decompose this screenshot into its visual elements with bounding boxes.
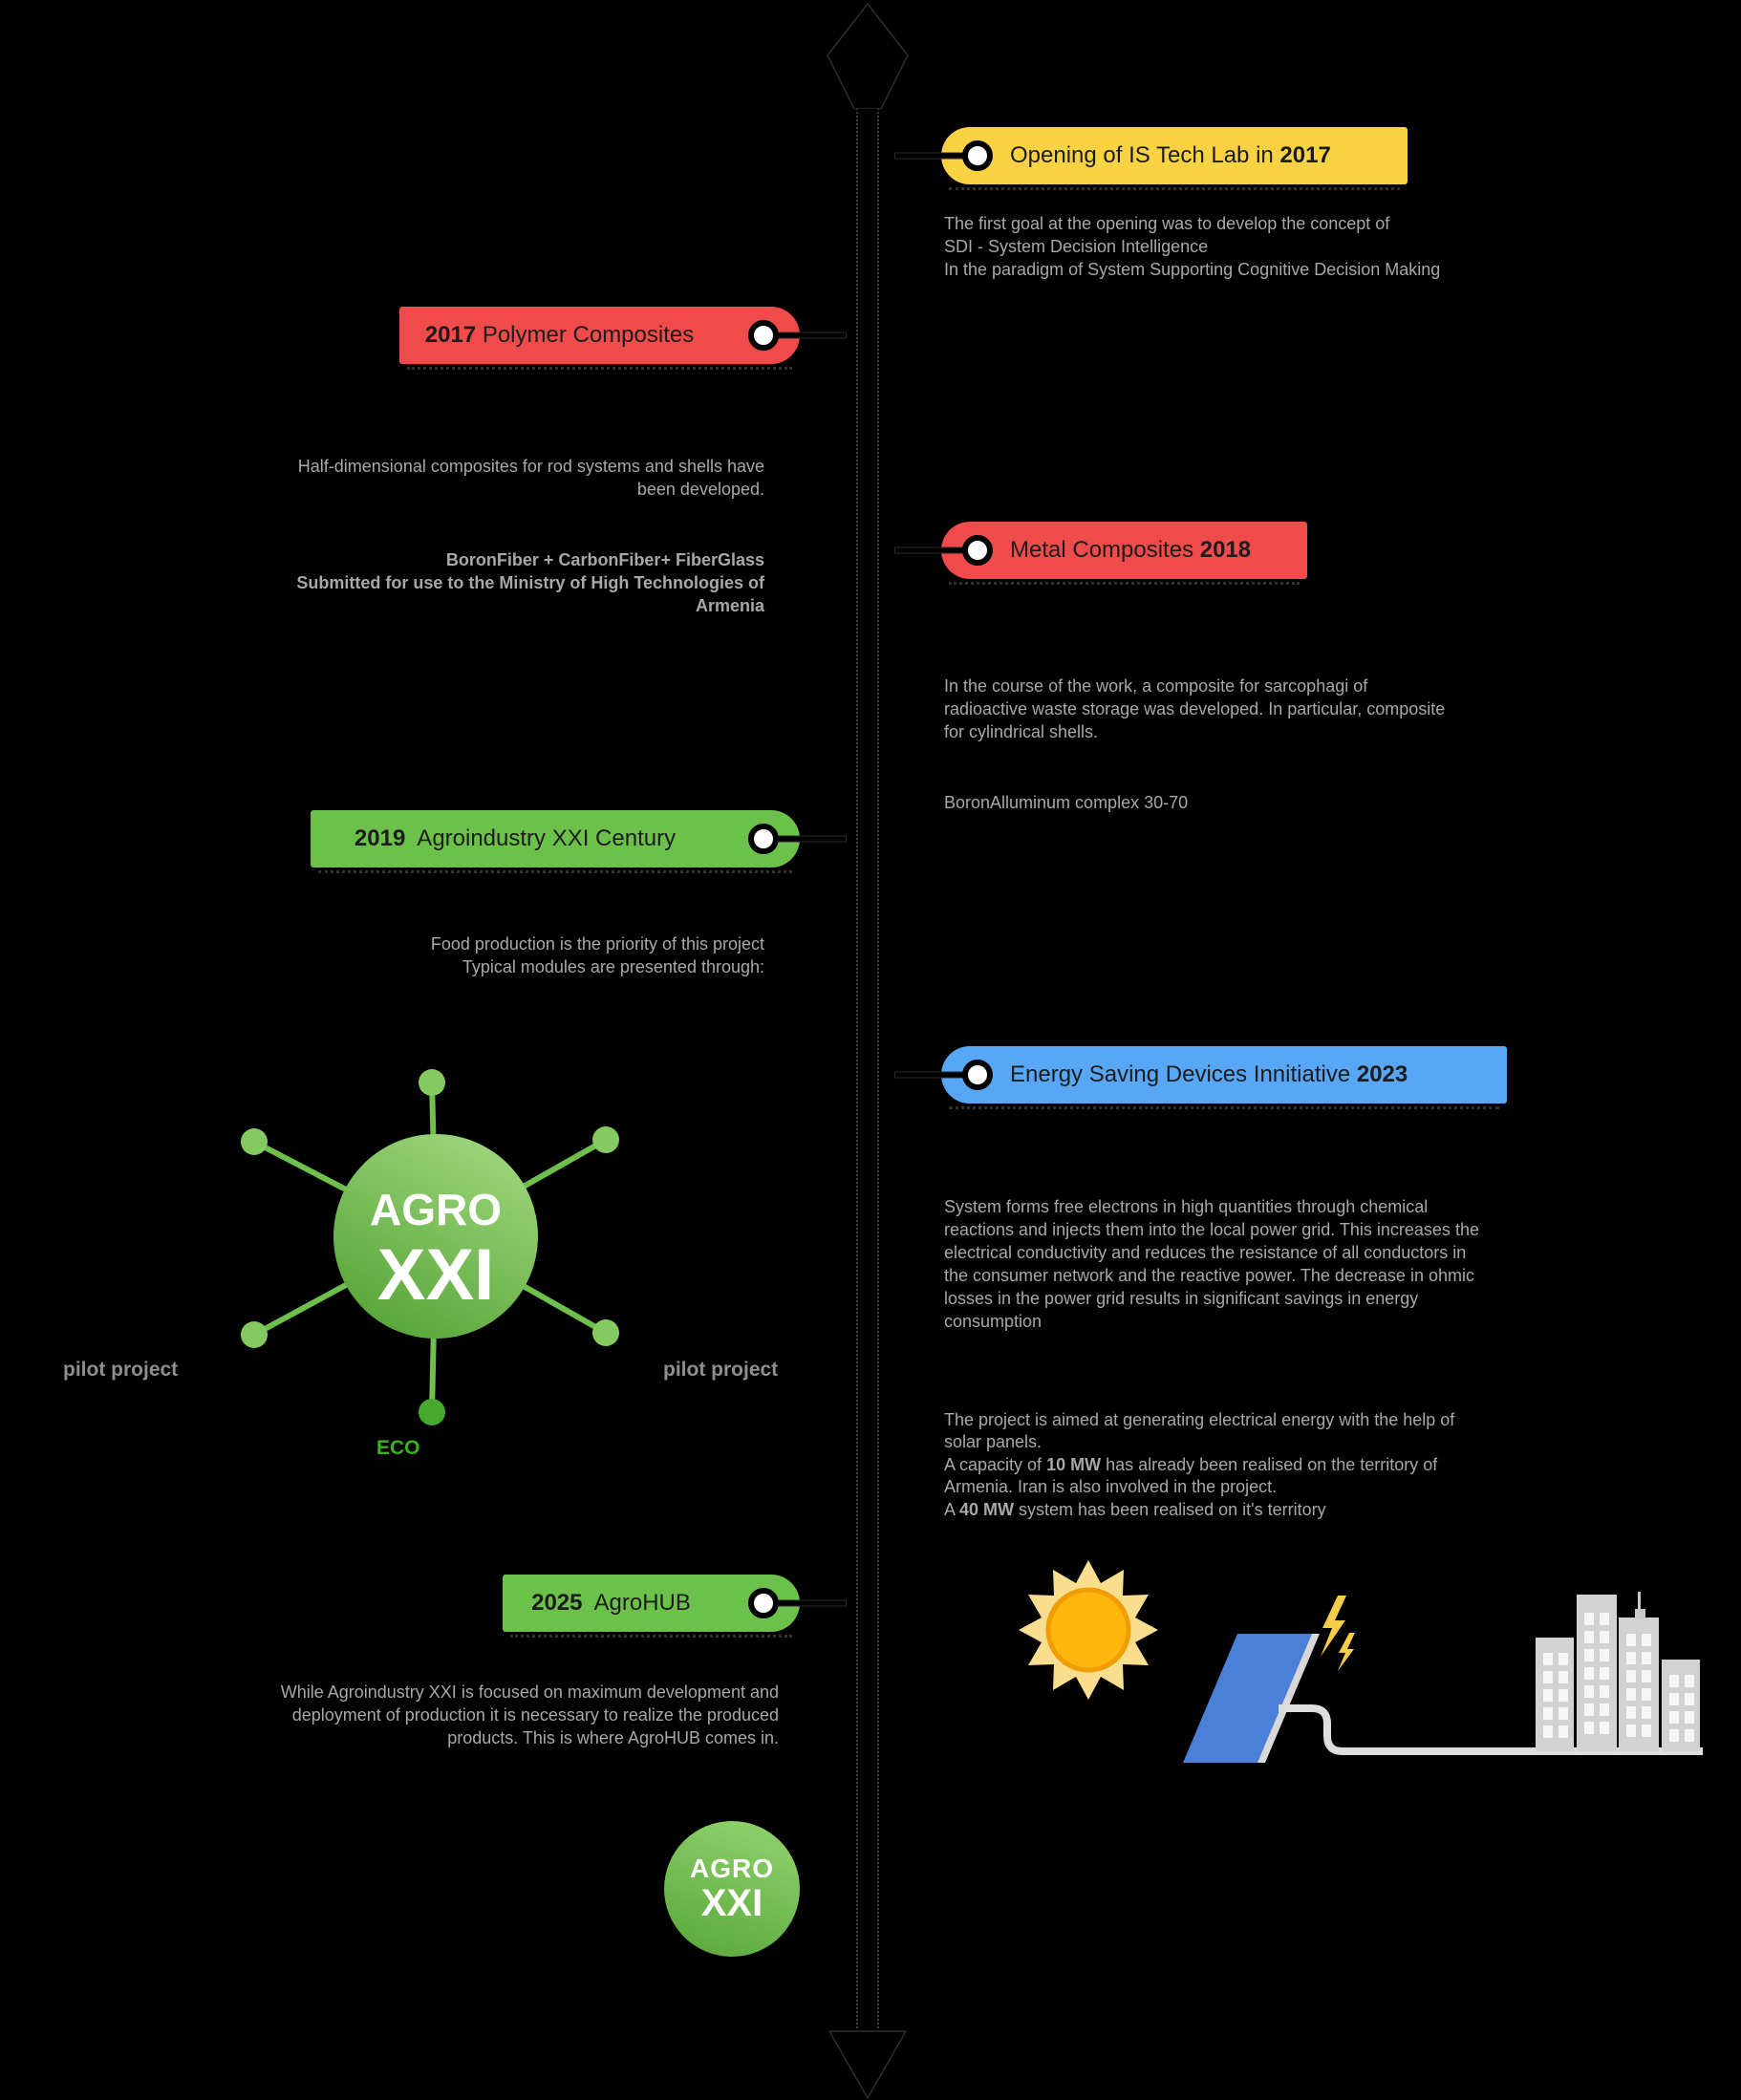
polymer-description-p2: BoronFiber + CarbonFiber+ FiberGlass Sub… [296, 550, 764, 615]
banner-title: Agroindustry XXI Century [405, 825, 677, 851]
banner-title: AgroHUB [582, 1590, 691, 1616]
building-windows [1584, 1613, 1609, 1734]
metal-description: In the course of the work, a composite f… [944, 652, 1445, 837]
metal-description-p1: In the course of the work, a composite f… [944, 676, 1446, 741]
banner-title: Opening of IS Tech Lab in [1010, 142, 1280, 168]
agroindustry-description: Food production is the priority of this … [430, 934, 764, 976]
banner-title: Energy Saving Devices Innitiative [1010, 1061, 1357, 1087]
metal-description-p2: BoronAlluminum complex 30-70 [944, 793, 1189, 812]
banner-year: 2019 [354, 825, 406, 851]
energy-description-p1: System forms free electrons in high quan… [944, 1197, 1479, 1331]
hub-circle [333, 1134, 538, 1339]
banner-year: 2017 [424, 322, 477, 348]
solar-panel-icon [1183, 1634, 1320, 1763]
istechlab-description: The first goal at the opening was to dev… [944, 214, 1441, 279]
polymer-description: Half-dimensional composites for rod syst… [296, 432, 764, 640]
agro-xxi-hub-diagram: AGRO XXI [241, 1069, 619, 1425]
banner-energy-saving-2023: Energy Saving Devices Innitiative 2023 [895, 1046, 1507, 1109]
banner-title: Metal Composites [1010, 537, 1200, 563]
connector-stub [769, 836, 846, 842]
connector-stub [895, 547, 972, 553]
hub-label-xxi: XXI [377, 1234, 495, 1316]
timeline-node-icon [748, 824, 779, 854]
banner-metal-composites-2018: Metal Composites 2018 [895, 522, 1307, 585]
solar-energy-illustration [1019, 1560, 1703, 1763]
connector-stub [895, 153, 972, 159]
timeline-node-icon [962, 140, 993, 171]
banner-title: Polymer Composites [476, 322, 695, 348]
timeline-shaft [856, 55, 879, 2040]
energy-p2-text: system has been realised on it's territo… [1014, 1499, 1326, 1519]
agrohub-description: While Agroindustry XXI is focused on max… [280, 1682, 779, 1747]
banner-year: 2025 [531, 1590, 583, 1616]
energy-p2-capacity-40mw: 40 MW [959, 1499, 1015, 1519]
banner-year: 2023 [1356, 1061, 1408, 1087]
timeline-arrow-up-icon [827, 2, 909, 109]
connector-stub [895, 1072, 972, 1078]
lightning-bolt-icon [1321, 1596, 1355, 1671]
eco-label: ECO [376, 1437, 420, 1459]
timeline-arrow-down-icon [828, 2030, 908, 2100]
hub-label-agro: AGRO [370, 1185, 502, 1234]
timeline-node-icon [962, 535, 993, 566]
connector-stub [769, 332, 846, 338]
energy-p2-capacity-10mw: 10 MW [1046, 1454, 1102, 1474]
banner-year: 2017 [1279, 142, 1331, 168]
agro-xxi-badge: AGRO XXI [664, 1821, 800, 1957]
timeline-node-icon [748, 1588, 779, 1618]
building-windows [1669, 1675, 1694, 1742]
banner-polymer-composites-2017: 2017 Polymer Composites [399, 307, 846, 370]
energy-p2-text: The project is aimed at generating elect… [944, 1409, 1455, 1474]
pilot-project-label-left: pilot project [63, 1359, 179, 1381]
badge-label-agro: AGRO [690, 1854, 774, 1883]
energy-p2-text: has already been realised on the territo… [944, 1454, 1438, 1519]
banner-istechlab-2017: Opening of IS Tech Lab in 2017 [895, 127, 1408, 190]
energy-description-p2: The project is aimed at generating elect… [944, 1386, 1454, 1521]
pilot-project-label-right: pilot project [663, 1359, 779, 1381]
timeline-node-icon [748, 320, 779, 351]
timeline-node-icon [962, 1060, 993, 1090]
sun-icon [1019, 1560, 1158, 1700]
connector-stub [769, 1600, 846, 1606]
banner-year: 2018 [1199, 537, 1252, 563]
polymer-description-p1: Half-dimensional composites for rod syst… [297, 457, 764, 499]
building-windows [1543, 1653, 1568, 1738]
building-windows [1626, 1634, 1651, 1737]
power-wire [1279, 1704, 1703, 1755]
banner-agrohub-2025: 2025 AgroHUB [503, 1575, 846, 1638]
banner-agroindustry-2019: 2019 Agroindustry XXI Century [311, 810, 846, 873]
hub-node-dots [241, 1069, 619, 1425]
badge-label-xxi: XXI [700, 1882, 763, 1924]
